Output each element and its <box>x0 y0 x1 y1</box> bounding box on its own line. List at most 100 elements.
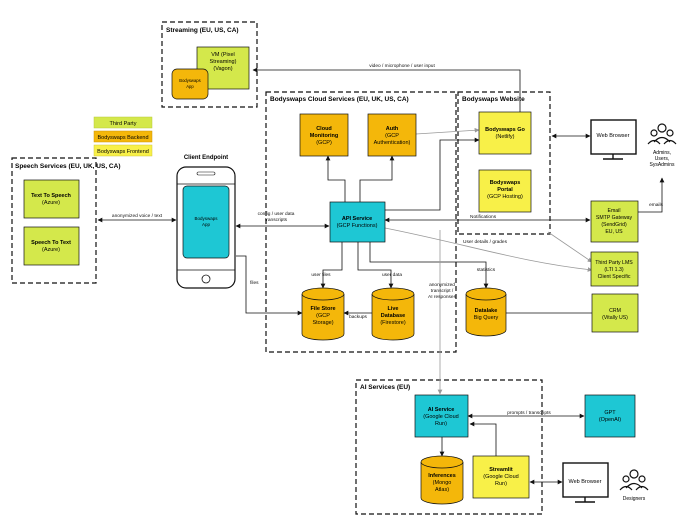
admins-label-1: Admins, <box>653 150 671 156</box>
legend-backend-swatch <box>93 130 153 143</box>
svg-text:App: App <box>202 222 211 227</box>
label-prompts: prompts / transcripts <box>507 410 551 416</box>
label-video: video / microphone / user input <box>369 63 435 69</box>
inferences-node[interactable]: Inferences (Mongo Atlas) <box>420 455 464 505</box>
svg-text:Datalake: Datalake <box>475 308 498 314</box>
svg-text:Bodyswaps Go: Bodyswaps Go <box>485 127 525 133</box>
svg-text:API Service: API Service <box>342 216 372 222</box>
svg-text:Speech To Text: Speech To Text <box>31 240 71 246</box>
svg-text:(SendGrid): (SendGrid) <box>601 222 627 228</box>
svg-text:Atlas): Atlas) <box>435 487 449 493</box>
edge-user-files <box>320 242 343 289</box>
svg-text:Cloud: Cloud <box>316 126 332 132</box>
svg-text:(Google Cloud: (Google Cloud <box>483 474 518 480</box>
edge-auth-go <box>415 127 480 135</box>
svg-text:(GCP: (GCP <box>385 133 399 139</box>
label-anon-voice: anonymized voice / text <box>112 213 163 219</box>
website-group: Bodyswaps Website <box>457 91 551 235</box>
svg-text:(GCP Functions): (GCP Functions) <box>337 223 378 229</box>
legend-third-party-swatch <box>93 116 153 129</box>
edge-user-data <box>357 242 394 289</box>
svg-text:Bodyswaps: Bodyswaps <box>490 180 521 186</box>
svg-text:Bodyswaps: Bodyswaps <box>179 78 200 83</box>
svg-text:(Vitally US): (Vitally US) <box>602 315 628 321</box>
svg-text:Live: Live <box>387 306 398 312</box>
svg-text:GPT: GPT <box>604 410 616 416</box>
text-to-speech-node[interactable]: Text To Speech (Azure) <box>23 179 80 219</box>
svg-text:Storage): Storage) <box>312 320 333 326</box>
bodyswaps-go-node[interactable]: Bodyswaps Go (Netlify) <box>478 111 532 155</box>
ai-services-group: AI Services (EU) <box>355 379 543 515</box>
bodyswaps-portal-node[interactable]: Bodyswaps Portal (GCP Hosting) <box>478 169 532 213</box>
label-user-details: User details / grades <box>463 239 508 245</box>
speech-group-title-line1: Speech Services (EU, UK, US, CA) <box>15 163 120 170</box>
svg-text:Web Browser: Web Browser <box>569 479 602 485</box>
edge-files <box>236 255 303 316</box>
bodyswaps-app-small-node[interactable]: Bodyswaps App <box>171 68 209 100</box>
legend-third-party: Third Party <box>110 121 137 127</box>
speech-group-title: Speech Services (EU, UK, US, CA) <box>15 163 120 170</box>
svg-text:Email: Email <box>608 208 621 214</box>
svg-text:AI Service: AI Service <box>428 407 455 413</box>
svg-text:(Google Cloud: (Google Cloud <box>423 414 458 420</box>
gray-edges <box>384 127 593 395</box>
streaming-group-title: Streaming (EU, US, CA) <box>166 27 239 34</box>
svg-text:(LTI 1.3): (LTI 1.3) <box>604 267 623 273</box>
streamlit-node[interactable]: Streamlit (Google Cloud Run) <box>472 455 530 499</box>
gpt-node[interactable]: GPT (OpenAI) <box>584 394 636 438</box>
svg-text:Streaming): Streaming) <box>210 59 237 65</box>
label-anon-transcript-3: AI responses <box>428 294 457 300</box>
svg-text:Big Query: Big Query <box>474 315 499 321</box>
svg-text:(Azure): (Azure) <box>42 247 60 253</box>
svg-text:Monitoring: Monitoring <box>310 133 338 139</box>
svg-text:Run): Run) <box>495 481 507 487</box>
edge-video <box>252 67 521 118</box>
auth-node[interactable]: Auth (GCP Authentication) <box>367 113 417 157</box>
edge-auth <box>359 155 395 202</box>
api-service-node[interactable]: API Service (GCP Functions) <box>329 201 386 243</box>
label-anon-transcript-2: transcript / <box>431 288 454 294</box>
svg-text:SMTP Gateway: SMTP Gateway <box>596 215 633 221</box>
svg-text:VM (Pixel: VM (Pixel <box>211 52 235 58</box>
edge-website-lms <box>547 231 593 263</box>
edge-labels: video / microphone / user input anonymiz… <box>112 63 664 416</box>
svg-text:App: App <box>186 84 194 89</box>
crm-node[interactable]: CRM (Vitally US) <box>591 293 639 333</box>
datalake-node[interactable]: Datalake Big Query <box>465 287 507 337</box>
svg-text:Database: Database <box>381 313 405 319</box>
edge-statistics <box>369 242 489 289</box>
label-files: files <box>250 280 259 286</box>
svg-text:(Mongo: (Mongo <box>433 480 452 486</box>
svg-text:(Vagon): (Vagon) <box>213 66 232 72</box>
file-store-node[interactable]: File Store (GCP Storage) <box>301 287 345 341</box>
svg-text:(GCP: (GCP <box>316 313 330 319</box>
svg-text:Inferences: Inferences <box>428 473 456 479</box>
edge-streamlit-ai <box>469 421 497 456</box>
bodyswaps-app-node[interactable]: Bodyswaps App <box>182 185 230 259</box>
svg-text:Bodyswaps: Bodyswaps <box>194 216 218 221</box>
label-emails: emails <box>649 202 663 208</box>
cloud-group-title: Bodyswaps Cloud Services (EU, UK, US, CA… <box>270 96 409 103</box>
web-browser-bottom-node[interactable]: Web Browser <box>562 462 609 503</box>
legend-backend: Bodyswaps Backend <box>97 135 148 141</box>
edge-user-details <box>384 227 593 272</box>
svg-text:Run): Run) <box>435 421 447 427</box>
ai-service-node[interactable]: AI Service (Google Cloud Run) <box>414 394 469 438</box>
svg-text:Third Party LMS: Third Party LMS <box>595 260 633 266</box>
cloud-monitoring-node[interactable]: Cloud Monitoring (GCP) <box>299 113 349 157</box>
live-database-node[interactable]: Live Database (Firestore) <box>371 287 415 341</box>
designers-label: Designers <box>623 496 646 502</box>
speech-to-text-node[interactable]: Speech To Text (Azure) <box>23 226 80 266</box>
email-node[interactable]: Email SMTP Gateway (SendGrid) EU, US <box>590 200 639 243</box>
designers-people-icon <box>619 469 649 491</box>
third-party-lms-node[interactable]: Third Party LMS (LTI 1.3) Client Specifi… <box>590 251 639 287</box>
svg-text:EU, US: EU, US <box>605 229 623 235</box>
svg-text:Auth: Auth <box>386 126 399 132</box>
legend-frontend-swatch <box>93 144 153 157</box>
ai-group-title: AI Services (EU) <box>360 384 410 391</box>
edge-api-go <box>372 137 480 211</box>
svg-text:(GCP Hosting): (GCP Hosting) <box>487 194 523 200</box>
client-endpoint-title: Client Endpoint <box>184 155 228 161</box>
web-browser-top-node[interactable]: Web Browser <box>590 119 637 160</box>
svg-text:(Azure): (Azure) <box>42 200 60 206</box>
